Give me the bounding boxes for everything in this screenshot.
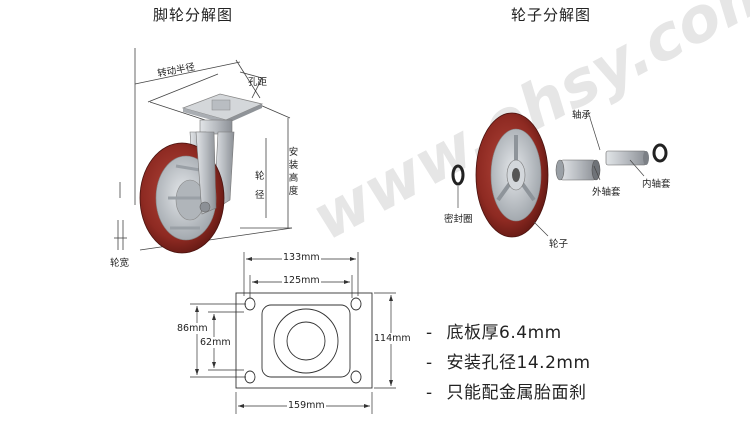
mounting-plate-drawing xyxy=(190,252,396,414)
spec-bullet: - xyxy=(426,323,433,343)
label-wheel: 轮子 xyxy=(549,239,569,250)
spec-item: - 底板厚6.4mm xyxy=(426,318,591,348)
label-hole-spacing: 孔距 xyxy=(248,77,268,88)
caster-exploded-illustration xyxy=(114,48,293,254)
label-bearing: 轴承 xyxy=(572,110,592,121)
caster-dimension-lines xyxy=(114,48,293,251)
spec-bullet: - xyxy=(426,383,433,403)
spec-bullet: - xyxy=(426,353,433,373)
wheel-exploded-title: 轮子分解图 xyxy=(511,6,592,24)
label-wheel-diameter-top: 轮 xyxy=(255,171,265,182)
dim-left-outer: 86mm xyxy=(176,323,209,334)
spec-item: - 安装孔径14.2mm xyxy=(426,348,591,378)
dim-top-inner: 125mm xyxy=(282,275,321,286)
label-seal-ring: 密封圈 xyxy=(444,214,473,225)
wheel-leader-lines xyxy=(457,117,645,237)
dim-right: 114mm xyxy=(373,333,412,344)
spec-item: - 只能配金属胎面刹 xyxy=(426,378,591,408)
label-inner-sleeve: 内轴套 xyxy=(642,179,671,190)
label-wheel-diameter-bottom: 径 xyxy=(255,190,265,201)
label-outer-sleeve: 外轴套 xyxy=(592,187,621,198)
wheel-exploded-illustration xyxy=(451,112,668,238)
caster-exploded-title: 脚轮分解图 xyxy=(153,6,234,24)
dim-left-inner: 62mm xyxy=(199,337,232,348)
dim-bottom: 159mm xyxy=(287,400,326,411)
dim-top-outer: 133mm xyxy=(282,252,321,263)
spec-list: - 底板厚6.4mm - 安装孔径14.2mm - 只能配金属胎面刹 xyxy=(426,318,591,408)
spec-plate-thickness: 底板厚6.4mm xyxy=(446,323,562,343)
label-wheel-width: 轮宽 xyxy=(110,258,130,269)
spec-hole-diameter: 安装孔径14.2mm xyxy=(446,353,591,373)
spec-brake-note: 只能配金属胎面刹 xyxy=(446,383,587,403)
label-install-height: 安装高度 xyxy=(288,147,299,197)
